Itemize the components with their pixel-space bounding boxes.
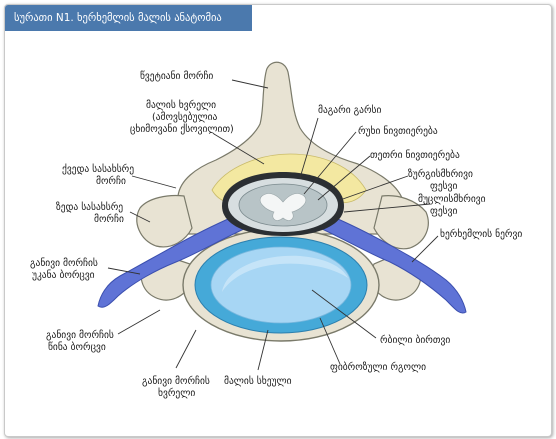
- leader-spinal-nerve: [411, 235, 439, 263]
- label-transverse-foramen-1: განივი მორჩის: [142, 376, 210, 387]
- label-transverse-foramen-2: ხვრელი: [158, 388, 195, 399]
- leader-nucleus: [311, 289, 377, 339]
- leader-dura: [299, 117, 319, 179]
- label-spinous-process: წვეტიანი მორჩი: [140, 71, 213, 82]
- label-white-matter: თეთრი ნივთიერება: [370, 150, 460, 161]
- left-spinal-nerve: [97, 213, 247, 308]
- right-transverse-process: [373, 195, 429, 250]
- nucleus-highlight: [222, 255, 348, 292]
- leader-vertebral-body: [257, 329, 269, 371]
- leader-inferior-articular: [131, 175, 177, 189]
- leader-ventral-root: [343, 203, 431, 213]
- leader-gray-matter: [303, 131, 357, 195]
- nucleus-pulposus: [210, 246, 352, 324]
- leader-posterior-tubercle: [107, 267, 141, 275]
- label-anterior-tubercle-1: განივი მორჩის: [46, 330, 114, 341]
- leader-superior-articular: [129, 211, 151, 223]
- figure-title: სურათი N1. ხერხემლის მალის ანატომია: [5, 5, 252, 31]
- label-gray-matter: რუხი ნივთიერება: [358, 126, 438, 137]
- label-dorsal-root-2: ფესვი: [430, 181, 457, 192]
- label-nucleus-pulposus: რბილი ბირთვი: [380, 335, 450, 346]
- label-ventral-root-2: ფესვი: [430, 206, 457, 217]
- label-vertebral-body: მალის სხეული: [224, 376, 292, 387]
- label-posterior-tubercle-1: განივი მორჩის: [30, 258, 98, 269]
- label-dorsal-root-1: ზურგისმხრივი: [408, 169, 473, 180]
- left-transverse-process: [136, 194, 193, 248]
- leader-spinous-process: [231, 79, 269, 89]
- leader-annulus: [319, 317, 341, 365]
- leader-vertebral-arch: [213, 133, 265, 165]
- gray-matter: [259, 193, 307, 221]
- label-anterior-tubercle-2: წინა ბორცვი: [48, 342, 106, 353]
- leader-lines: [107, 79, 439, 371]
- label-posterior-tubercle-2: უკანა ბორცვი: [32, 270, 95, 281]
- label-ventral-root-1: მუცლისმხრივი: [418, 194, 486, 205]
- label-inferior-articular-2: მორჩი: [96, 176, 126, 187]
- label-spinal-nerve: ხერხემლის ნერვი: [440, 229, 522, 240]
- label-superior-articular-1: ზედა სასახსრე: [56, 202, 123, 213]
- label-vertebral-arch-1: მალის ხვრელი: [146, 100, 216, 111]
- label-annulus-fibrosus: ფიბროზული რგოლი: [330, 362, 426, 373]
- leader-anterior-tubercle: [117, 309, 161, 335]
- label-vertebral-arch-3: ცხიმოვანი ქსოვილით): [130, 124, 234, 135]
- leader-dorsal-root: [339, 175, 409, 201]
- diagram-labels: წვეტიანი მორჩი მალის ხვრელი (ამოვსებულია…: [30, 71, 522, 399]
- label-dura-mater: მაგარი გარსი: [318, 105, 381, 116]
- leader-transverse-foramen: [175, 329, 197, 369]
- label-inferior-articular-1: ქვედა სასახსრე: [62, 164, 134, 175]
- right-spinal-nerve: [319, 213, 467, 314]
- label-vertebral-arch-2: (ამოვსებულია: [152, 112, 218, 123]
- label-superior-articular-2: მორჩი: [94, 214, 124, 225]
- leader-white-matter: [317, 155, 371, 201]
